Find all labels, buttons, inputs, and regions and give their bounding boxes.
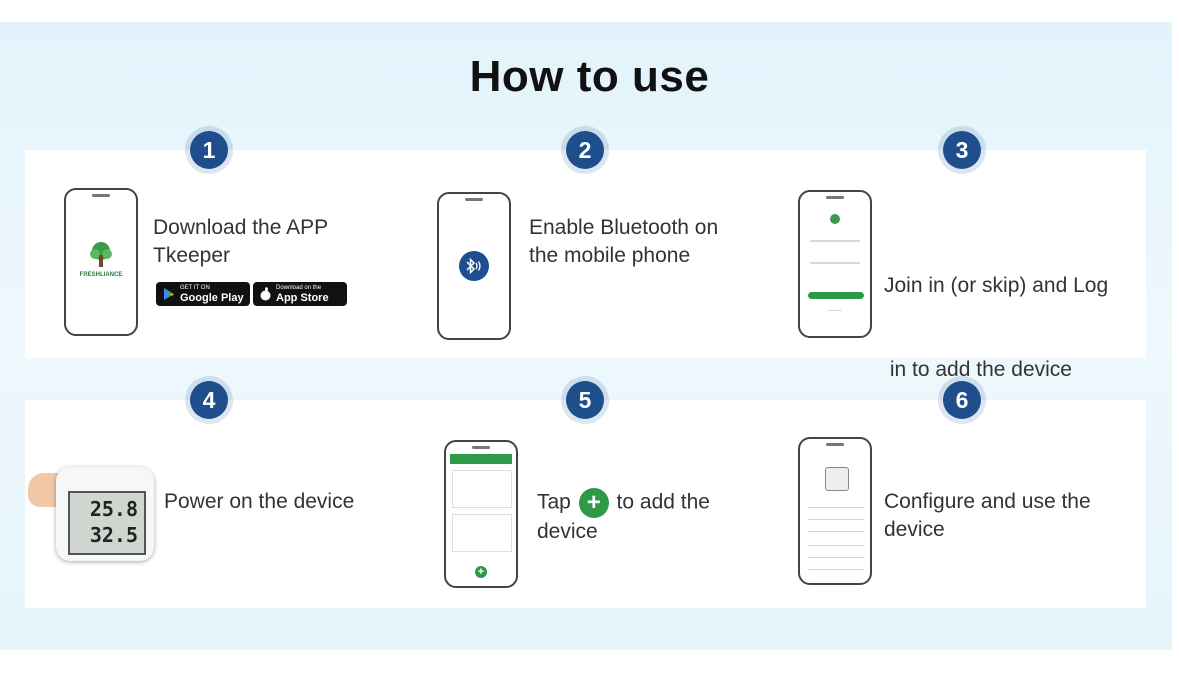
tree-logo-icon bbox=[90, 242, 112, 267]
app-logo-small-icon bbox=[830, 214, 840, 224]
google-play-icon bbox=[164, 288, 174, 300]
login-button bbox=[808, 292, 864, 299]
app-header-bar bbox=[450, 454, 512, 464]
step-5-text: Tap + to add the device bbox=[537, 488, 710, 543]
step-6-phone bbox=[798, 437, 872, 585]
bluetooth-icon bbox=[459, 251, 489, 281]
plus-icon: + bbox=[578, 488, 609, 518]
step-4-text: Power on the device bbox=[164, 490, 355, 513]
step-4-badge: 4 bbox=[190, 381, 228, 419]
device-thumbnail bbox=[825, 467, 849, 491]
step-1-text: Download the APP Tkeeper bbox=[153, 216, 329, 267]
step-2-phone bbox=[437, 192, 511, 340]
step-6-text: Configure and use the device bbox=[884, 490, 1091, 541]
device-card bbox=[452, 470, 512, 508]
page-title: How to use bbox=[469, 52, 710, 101]
add-button-icon: + bbox=[475, 566, 487, 578]
thermometer-device: 25.8 32.5 bbox=[56, 467, 154, 561]
device-card bbox=[452, 514, 512, 552]
step-3-phone bbox=[798, 190, 872, 338]
step-3-badge: 3 bbox=[943, 131, 981, 169]
row-1-band bbox=[25, 150, 1146, 358]
app-store-button[interactable]: Download on the App Store bbox=[253, 282, 347, 306]
step-2-badge: 2 bbox=[566, 131, 604, 169]
app-logo-text: FRESHLIANCE bbox=[79, 272, 123, 278]
step-1-phone: FRESHLIANCE bbox=[64, 188, 138, 336]
device-image: 25.8 32.5 bbox=[28, 455, 158, 563]
google-play-button[interactable]: GET IT ON Google Play bbox=[156, 282, 250, 306]
step-5-badge: 5 bbox=[566, 381, 604, 419]
step-2-text: Enable Bluetooth on the mobile phone bbox=[529, 216, 719, 267]
step-3-text: Join in (or skip) and Log in to add the … bbox=[884, 274, 1109, 381]
step-5-phone: + bbox=[444, 440, 518, 588]
apple-icon bbox=[260, 287, 271, 301]
step-1-badge: 1 bbox=[190, 131, 228, 169]
device-screen: 25.8 32.5 bbox=[68, 491, 146, 555]
step-6-badge: 6 bbox=[943, 381, 981, 419]
